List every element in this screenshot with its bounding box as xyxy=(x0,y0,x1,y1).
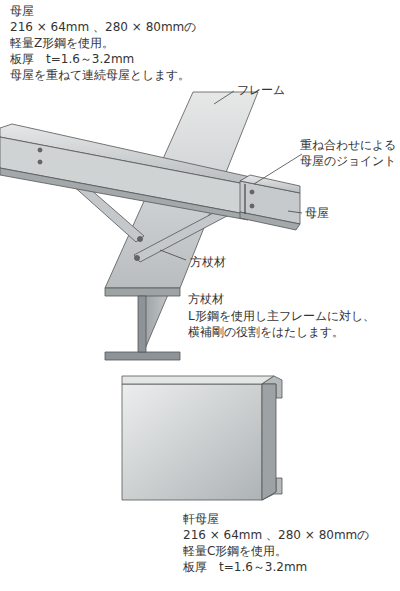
note-text: L形鋼を使用し主フレームに対し、 xyxy=(188,309,375,324)
eave-purlin xyxy=(122,376,282,500)
part-name: 方杖材 xyxy=(190,255,226,270)
spec-text: 軽量C形鋼を使用。 xyxy=(183,544,287,559)
spec-text: 216 × 64mm 、280 × 80mmの xyxy=(10,20,196,35)
part-name: 重ね合わせによる xyxy=(300,138,396,153)
purlin xyxy=(0,124,300,230)
spec-text: 板厚 t=1.6～3.2mm xyxy=(10,52,134,67)
heading: 母屋 xyxy=(10,4,34,19)
heading: 方杖材 xyxy=(188,292,224,307)
leader-line xyxy=(160,91,302,260)
spec-text: 軽量Z形鋼を使用。 xyxy=(10,36,114,51)
note-text: 横補剛の役割をはたします。 xyxy=(188,325,344,340)
part-name: フレーム xyxy=(237,83,285,98)
note-text: 母屋を重ねて連続母屋とします。 xyxy=(10,68,190,83)
spec-text: 板厚 t=1.6～3.2mm xyxy=(183,560,307,575)
part-name: 母屋 xyxy=(305,206,329,221)
spec-text: 216 × 64mm 、280 × 80mmの xyxy=(183,528,369,543)
heading: 軒母屋 xyxy=(183,512,219,527)
part-name: 母屋のジョイント xyxy=(300,154,396,169)
